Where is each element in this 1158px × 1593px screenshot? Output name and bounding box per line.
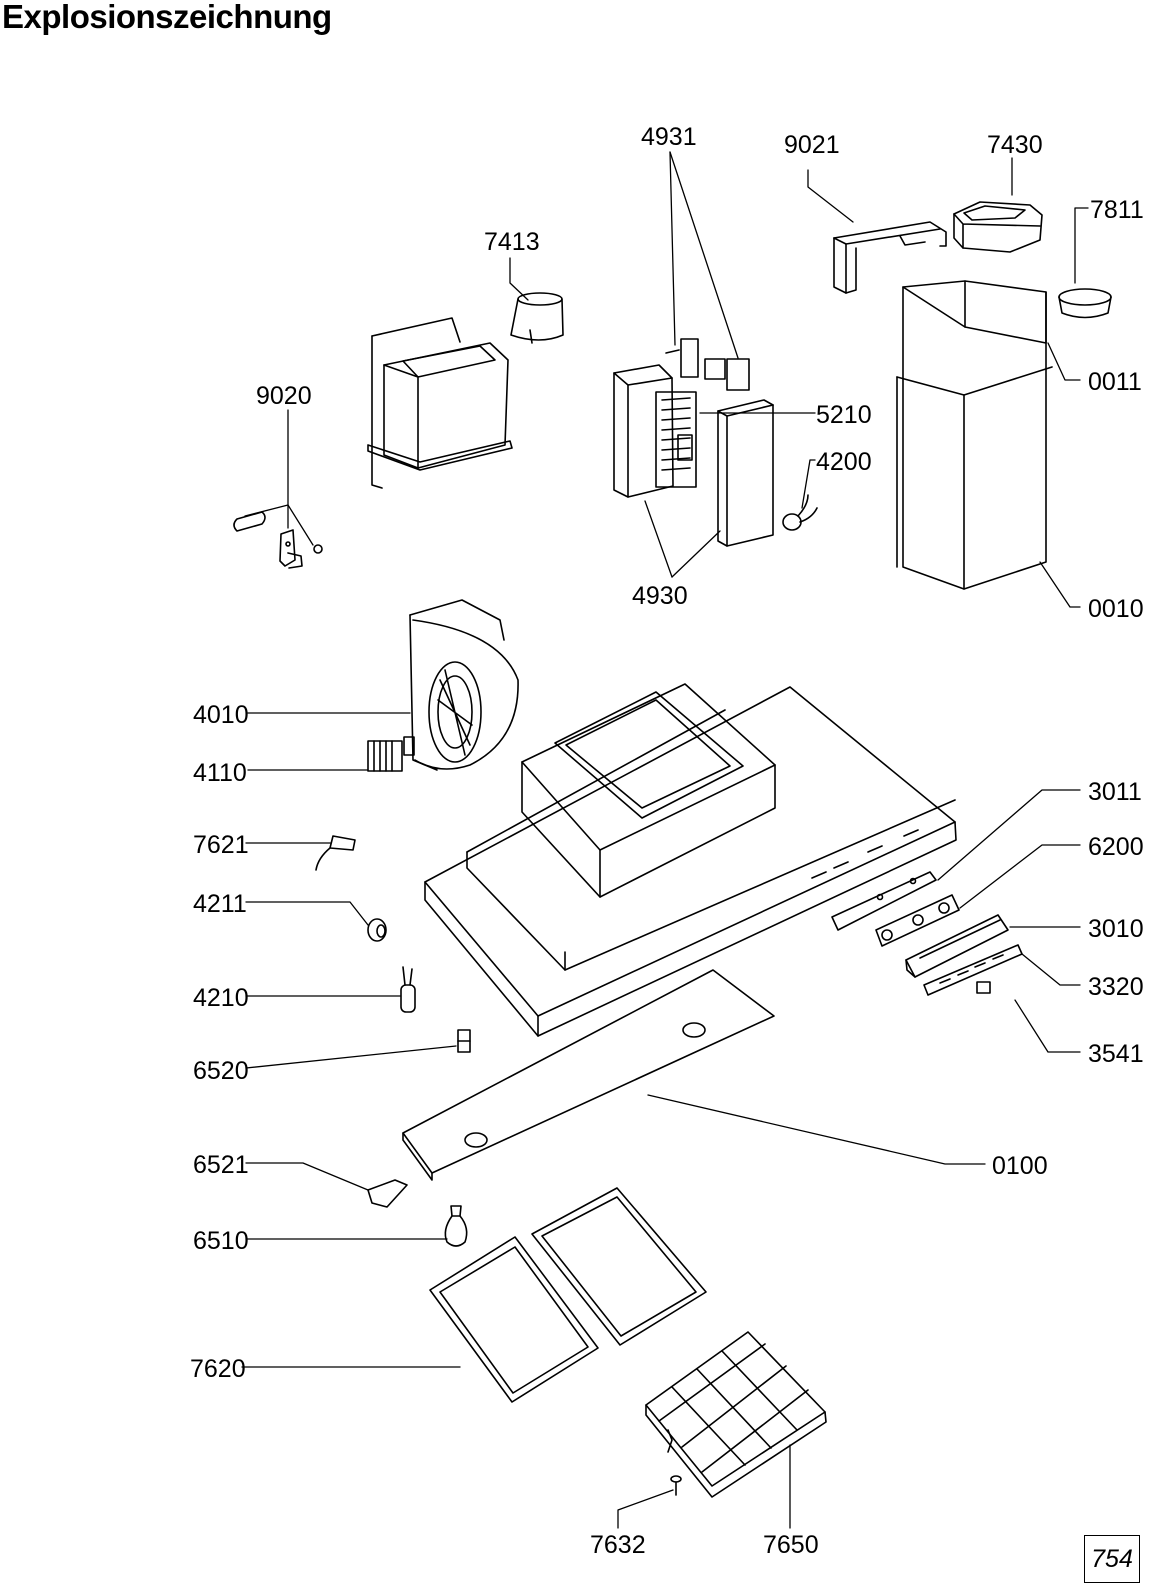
part-6521 bbox=[367, 1179, 408, 1208]
part-7811-ring bbox=[1058, 288, 1112, 319]
part-7430-flange bbox=[953, 201, 1043, 253]
leader-lines bbox=[241, 151, 1089, 1529]
label-5210: 5210 bbox=[816, 401, 872, 429]
part-9020-mounting-kit bbox=[233, 511, 323, 569]
part-4210-capacitor bbox=[400, 966, 416, 1013]
part-3541 bbox=[976, 981, 991, 994]
part-0100-frame bbox=[402, 969, 775, 1181]
part-3011 bbox=[831, 871, 937, 931]
label-3541: 3541 bbox=[1088, 1040, 1144, 1068]
label-7620: 7620 bbox=[190, 1355, 246, 1383]
page-title: Explosionszeichnung bbox=[2, 0, 332, 35]
part-box-housing bbox=[367, 317, 513, 489]
part-9021-bracket bbox=[833, 221, 947, 294]
label-6520: 6520 bbox=[193, 1057, 249, 1085]
part-0011-0010-chimney bbox=[896, 280, 1053, 590]
label-6521: 6521 bbox=[193, 1151, 249, 1179]
part-7413-cap bbox=[510, 292, 564, 344]
label-7621: 7621 bbox=[193, 831, 249, 859]
label-4010: 4010 bbox=[193, 701, 249, 729]
part-7621 bbox=[315, 835, 356, 871]
label-7413: 7413 bbox=[484, 228, 540, 256]
label-4200: 4200 bbox=[816, 448, 872, 476]
label-0010: 0010 bbox=[1088, 595, 1144, 623]
part-3320 bbox=[923, 944, 1023, 996]
label-3010: 3010 bbox=[1088, 915, 1144, 943]
label-4210: 4210 bbox=[193, 984, 249, 1012]
label-4110: 4110 bbox=[193, 759, 247, 787]
label-9020: 9020 bbox=[256, 382, 312, 410]
label-9021: 9021 bbox=[784, 131, 840, 159]
label-6510: 6510 bbox=[193, 1227, 249, 1255]
part-7650-carbon-filter bbox=[645, 1331, 827, 1498]
part-4211 bbox=[367, 918, 387, 942]
part-4930-control-box bbox=[613, 364, 774, 547]
label-7430: 7430 bbox=[987, 131, 1043, 159]
part-6520 bbox=[457, 1029, 471, 1053]
label-6200: 6200 bbox=[1088, 833, 1144, 861]
page-number-box bbox=[1084, 1535, 1140, 1583]
part-labels: 4931 9021 7430 7811 7413 0011 9020 5210 … bbox=[190, 123, 1144, 1559]
part-3010 bbox=[905, 914, 1009, 978]
part-7632-screw bbox=[670, 1475, 682, 1496]
part-7620-filters bbox=[429, 1187, 707, 1403]
page-number: 754 bbox=[1091, 1545, 1133, 1573]
label-0011: 0011 bbox=[1088, 368, 1142, 396]
part-4110 bbox=[367, 736, 415, 772]
label-4211: 4211 bbox=[193, 890, 247, 918]
label-4930: 4930 bbox=[632, 582, 688, 610]
label-4931: 4931 bbox=[641, 123, 697, 151]
label-0100: 0100 bbox=[992, 1152, 1048, 1180]
part-6510-bulb bbox=[444, 1205, 468, 1247]
part-4200 bbox=[782, 494, 818, 531]
part-hood-body bbox=[424, 683, 957, 1037]
label-3011: 3011 bbox=[1088, 778, 1142, 806]
label-7632: 7632 bbox=[590, 1531, 646, 1559]
part-4931-switches bbox=[665, 338, 750, 391]
part-6200 bbox=[875, 894, 960, 947]
label-3320: 3320 bbox=[1088, 973, 1144, 1001]
label-7650: 7650 bbox=[763, 1531, 819, 1559]
part-4010-blower bbox=[409, 599, 519, 771]
label-7811: 7811 bbox=[1090, 196, 1144, 224]
